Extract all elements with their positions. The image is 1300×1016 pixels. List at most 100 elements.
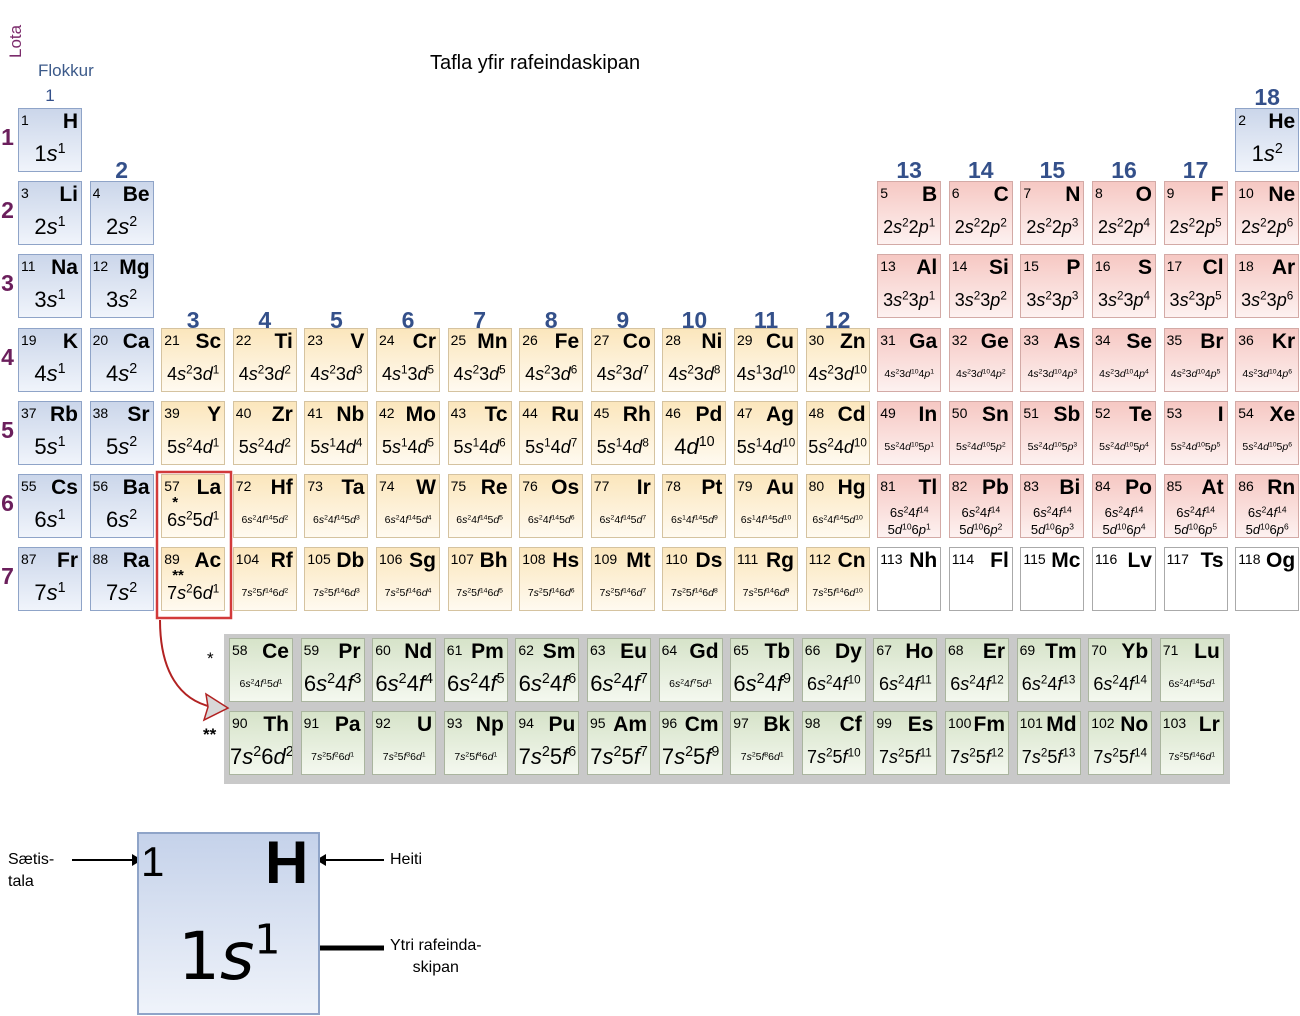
electron-configuration: 5s14d10: [736, 436, 796, 457]
electron-configuration: 7s25f146d6: [527, 587, 575, 600]
group-number: 16: [1111, 157, 1137, 183]
element-symbol: Th: [263, 713, 289, 736]
atomic-number: 3: [21, 185, 29, 202]
element-symbol: Cm: [684, 713, 719, 736]
element-symbol: Kr: [1271, 329, 1296, 353]
electron-configuration: 3s23p2: [954, 289, 1007, 311]
element-symbol: Ir: [636, 476, 651, 499]
electron-configuration: 4s23d104p1: [884, 367, 934, 380]
electron-configuration: 7s25f146d2: [241, 587, 289, 600]
element-symbol: Au: [766, 476, 794, 499]
element-symbol: Ac: [194, 549, 222, 573]
element-symbol: Mt: [626, 549, 651, 573]
element-symbol: Co: [622, 329, 651, 353]
electron-configuration: 2s1: [34, 214, 66, 240]
element-symbol: Ni: [701, 329, 723, 353]
atomic-number: 27: [593, 331, 610, 348]
element-symbol: Se: [1126, 329, 1152, 353]
element-symbol: Br: [1200, 329, 1224, 353]
electron-configuration: 1s2: [1251, 141, 1283, 166]
atomic-number: 96: [661, 715, 678, 731]
group-number: 18: [1254, 84, 1280, 110]
element-symbol: Rf: [270, 549, 293, 573]
atomic-number: 86: [1238, 478, 1254, 494]
electron-configuration: 2s22p2: [954, 216, 1007, 238]
element-symbol: Lr: [1198, 713, 1220, 736]
legend-key-cell: [137, 832, 320, 1015]
element-symbol: Tl: [918, 476, 938, 499]
electron-configuration: 4d10: [674, 433, 715, 459]
period-number: 3: [1, 270, 14, 297]
electron-configuration: 6s24f9: [733, 671, 791, 696]
element-symbol: Sb: [1053, 402, 1081, 426]
atomic-number: 74: [379, 478, 395, 494]
electron-configuration: 7s25f146d8: [671, 587, 718, 600]
atomic-number: 45: [593, 404, 610, 421]
element-symbol: Pm: [471, 640, 504, 663]
electron-configuration: 4s23d3: [310, 363, 363, 384]
electron-configuration: 3s2: [105, 287, 138, 313]
electron-configuration: 6s24f5: [447, 671, 505, 696]
electron-configuration: 6s1: [34, 507, 66, 532]
element-symbol: Na: [51, 256, 78, 280]
element-symbol: Sm: [542, 640, 576, 663]
electron-configuration: 2s22p4: [1097, 216, 1151, 238]
electron-configuration: 7s25f146d1: [1168, 751, 1216, 763]
element-symbol: Tb: [764, 640, 791, 663]
element-symbol: Dy: [834, 640, 862, 663]
electron-configuration: 3s23p3: [1026, 289, 1079, 311]
electron-configuration: 6s24f15d1: [239, 678, 283, 690]
element-symbol: Fm: [973, 713, 1006, 736]
group-number: 17: [1182, 157, 1209, 183]
element-symbol: Pr: [338, 640, 361, 663]
element-symbol: Ra: [122, 549, 150, 573]
element-symbol: Si: [988, 256, 1009, 280]
atomic-number: 85: [1166, 478, 1183, 494]
group-number: 5: [329, 307, 343, 333]
electron-configuration: 5s14d6: [453, 436, 506, 457]
electron-configuration: 6s24f14: [1093, 673, 1147, 694]
atomic-number: 7: [1023, 185, 1032, 202]
electron-configuration: 6s24f145d6: [527, 514, 575, 526]
element-symbol: Tm: [1045, 640, 1077, 663]
element-symbol: O: [1135, 183, 1152, 207]
element-symbol: Lu: [1194, 640, 1220, 663]
element-symbol: Sc: [195, 329, 222, 353]
atomic-number: 97: [733, 715, 749, 731]
atomic-number: 60: [375, 642, 391, 658]
group-number: 1: [45, 86, 55, 105]
atomic-number: 25: [450, 331, 467, 348]
electron-configuration: 6s24f3: [303, 671, 362, 696]
atomic-number: 40: [235, 404, 252, 421]
element-symbol: Xe: [1269, 402, 1296, 426]
atomic-number: 24: [379, 331, 395, 348]
atomic-number: 13: [880, 258, 896, 275]
element-symbol: Cn: [837, 549, 866, 573]
atomic-number: 117: [1166, 551, 1189, 568]
electron-configuration: 4s13d5: [381, 363, 435, 384]
atomic-number: 69: [1019, 642, 1036, 658]
element-symbol: Cs: [51, 476, 78, 499]
electron-configuration: 7s25f86d1: [740, 751, 784, 763]
group-axis-label: Flokkur: [38, 61, 94, 80]
atomic-number: 62: [518, 642, 534, 658]
